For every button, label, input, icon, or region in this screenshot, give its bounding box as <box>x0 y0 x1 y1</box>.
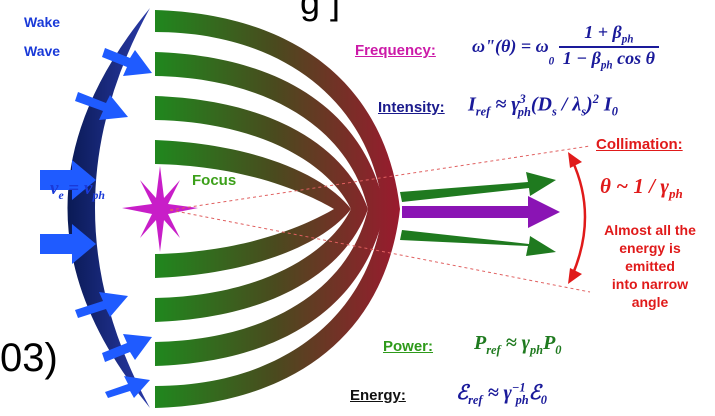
focusing-bands <box>155 10 400 408</box>
collimation-equation: θ ~ 1 / γph <box>600 174 683 202</box>
wake-arrows <box>40 48 152 398</box>
top-text-fragment: g ] <box>300 0 340 22</box>
power-equation: Pref ≈ γphP0 <box>474 332 562 357</box>
wake-label-line2: Wave <box>24 43 61 59</box>
collimation-label: Collimation: <box>596 136 683 153</box>
frequency-equation: ω"(θ) = ω0 1 + βph 1 − βph cos θ <box>472 22 659 71</box>
energy-equation: ℰref ≈ γ−1phℰ0 <box>456 380 547 407</box>
collimation-arrowhead-top <box>568 152 582 168</box>
blue-arrow-2 <box>75 92 128 120</box>
intensity-equation: Iref ≈ γ3ph(Ds / λs)2 I0 <box>468 92 618 119</box>
frequency-fraction: 1 + βph 1 − βph cos θ <box>558 22 659 71</box>
band-6 <box>155 209 368 322</box>
blue-arrow-7 <box>105 376 150 398</box>
band-7 <box>155 209 385 366</box>
collimation-arrowhead-bottom <box>568 268 582 284</box>
blue-arrow-5 <box>75 292 128 318</box>
focus-label: Focus <box>192 172 237 189</box>
band-1 <box>155 10 400 209</box>
collimation-note-line4: into narrow <box>611 276 689 292</box>
focus-star <box>122 166 198 252</box>
band-4 <box>155 140 351 209</box>
band-3 <box>155 96 368 209</box>
left-text-fragment: 03) <box>0 336 58 380</box>
band-5 <box>155 209 351 278</box>
frequency-label: Frequency: <box>355 42 436 59</box>
wake-label-line1: Wake <box>24 14 61 30</box>
collimation-note-line3: emitted <box>625 258 675 274</box>
collimation-note-line2: energy is <box>619 240 681 256</box>
green-arrow-up <box>400 172 556 202</box>
green-arrow-down <box>400 230 556 256</box>
band-8 <box>155 209 400 408</box>
collimation-note-line1: Almost all the <box>604 222 696 238</box>
blue-arrow-3 <box>40 160 96 200</box>
blue-arrow-6 <box>102 334 152 362</box>
blue-arrow-4 <box>40 224 96 264</box>
energy-label: Energy: <box>350 387 406 404</box>
intensity-label: Intensity: <box>378 99 445 116</box>
band-2 <box>155 52 385 209</box>
collimation-angle-arc <box>570 159 587 277</box>
power-label: Power: <box>383 338 434 355</box>
blue-arrow-1 <box>102 48 152 76</box>
purple-arrow-center <box>402 196 560 228</box>
collimation-note-line5: angle <box>631 294 669 310</box>
velocity-equation: ve = vph <box>50 178 105 202</box>
guide-lines <box>169 145 591 293</box>
